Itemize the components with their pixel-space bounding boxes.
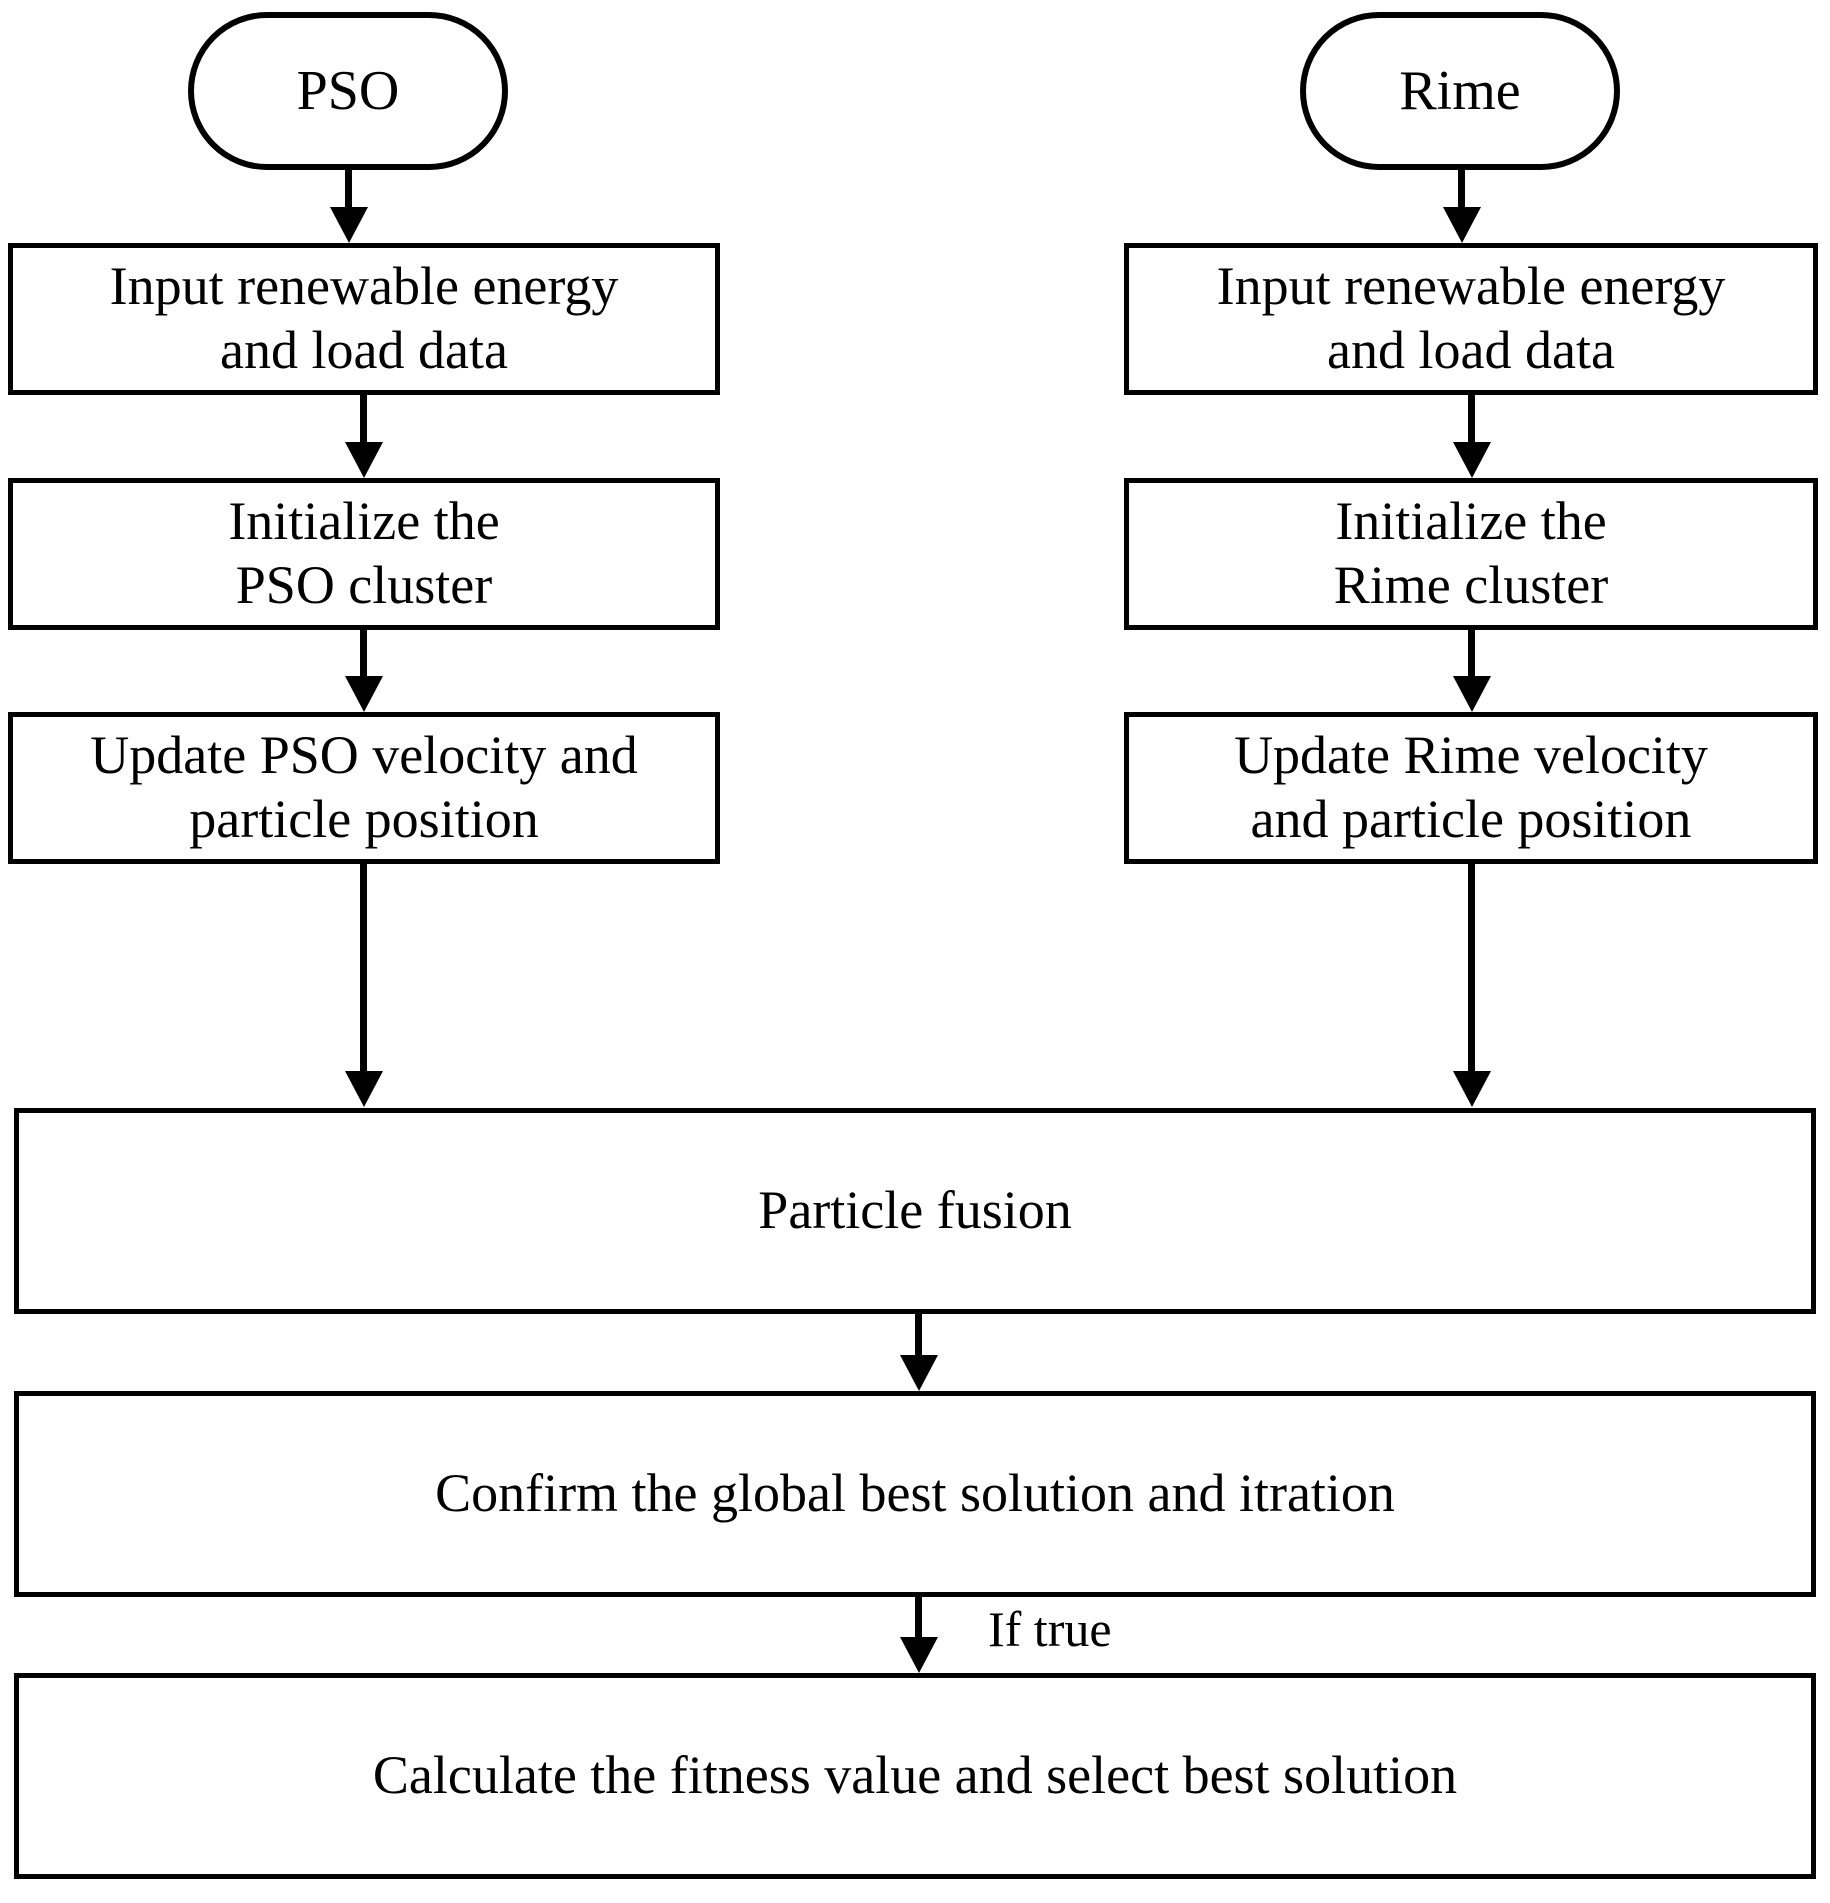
arrow-shaft (360, 630, 367, 676)
arrow-head-icon (345, 676, 383, 712)
arrow-head-icon (900, 1355, 938, 1391)
node-start-pso[interactable]: PSO (188, 12, 508, 170)
arrow-shaft (1468, 630, 1475, 676)
arrow-shaft (1468, 395, 1475, 442)
node-confirm-global-best[interactable]: Confirm the global best solution and itr… (14, 1391, 1816, 1597)
node-pso-update-velocity[interactable]: Update PSO velocity and particle positio… (8, 712, 720, 864)
node-calculate-fitness[interactable]: Calculate the fitness value and select b… (14, 1673, 1816, 1879)
arrow-shaft (1468, 864, 1475, 1071)
arrow-head-icon (330, 207, 368, 243)
arrow-shaft (1458, 170, 1465, 207)
node-rime-update-velocity[interactable]: Update Rime velocity and particle positi… (1124, 712, 1818, 864)
arrow-head-icon (1453, 442, 1491, 478)
node-pso-initialize-cluster[interactable]: Initialize the PSO cluster (8, 478, 720, 630)
arrow-shaft (345, 170, 352, 207)
arrow-head-icon (1443, 207, 1481, 243)
arrow-head-icon (345, 442, 383, 478)
node-rime-input-data[interactable]: Input renewable energy and load data (1124, 243, 1818, 395)
node-start-rime[interactable]: Rime (1300, 12, 1620, 170)
arrow-head-icon (345, 1071, 383, 1107)
arrow-shaft (360, 395, 367, 442)
arrow-head-icon (900, 1637, 938, 1673)
arrow-head-icon (1453, 1071, 1491, 1107)
arrow-head-icon (1453, 676, 1491, 712)
edge-label-if-true: If true (988, 1601, 1112, 1657)
arrow-shaft (915, 1597, 922, 1637)
arrow-shaft (360, 864, 367, 1071)
node-rime-initialize-cluster[interactable]: Initialize the Rime cluster (1124, 478, 1818, 630)
arrow-shaft (915, 1314, 922, 1355)
node-pso-input-data[interactable]: Input renewable energy and load data (8, 243, 720, 395)
node-particle-fusion[interactable]: Particle fusion (14, 1108, 1816, 1314)
